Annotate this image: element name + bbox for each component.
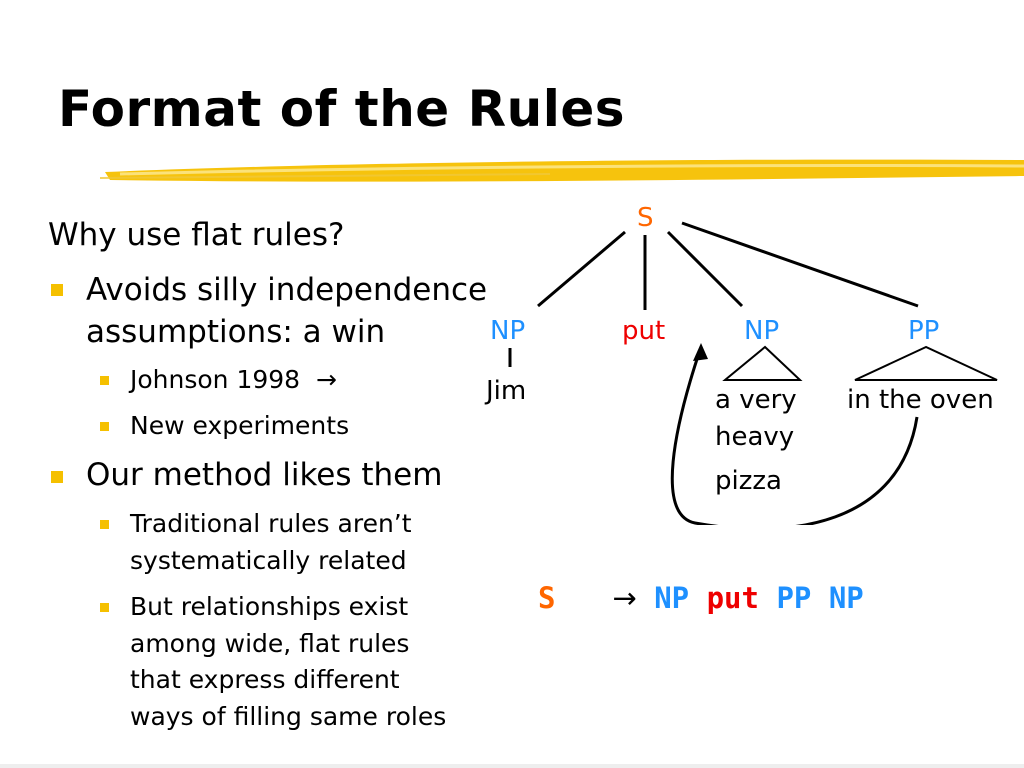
tree-words-np2-line3: pizza (715, 466, 782, 496)
rule-rhs-put: put (706, 581, 759, 615)
slide-title: Format of the Rules (58, 80, 626, 138)
movement-curve (670, 349, 919, 525)
edge-s-np1 (537, 230, 626, 308)
tree-edges (508, 221, 998, 525)
sub-bullet-square (100, 603, 109, 612)
slide-bottom-border (0, 764, 1024, 768)
rewrite-rule: S → NP put PP NP (538, 584, 864, 613)
bullet-avoids-line2: assumptions: a win (86, 314, 386, 350)
rule-rhs-np1: NP (654, 581, 690, 615)
tree-node-pp: PP (908, 316, 940, 346)
sub-bullet-relationships-line4: ways of filling same roles (130, 702, 447, 731)
title-underline-brushstroke (100, 159, 1024, 182)
bullet-avoids-line1: Avoids silly independence (86, 272, 488, 308)
rule-lhs: S (538, 581, 556, 615)
rule-rhs-np2: NP (828, 581, 864, 615)
bullet-square (51, 284, 63, 296)
tree-word-jim: Jim (486, 376, 527, 406)
sub-bullet-relationships-line1: But relationships exist (130, 592, 409, 621)
question-text: Why use flat rules? (48, 217, 345, 253)
sub-bullet-traditional-line2: systematically related (130, 546, 407, 575)
sub-bullet-square (100, 520, 109, 529)
bullet-square (51, 471, 63, 483)
sub-bullet-square (100, 422, 109, 431)
tree-words-np2-line2: heavy (715, 422, 795, 452)
tree-node-put: put (622, 316, 666, 346)
bullet-our-method: Our method likes them (86, 457, 443, 493)
sub-bullet-traditional-line1: Traditional rules aren’t (130, 509, 412, 538)
tree-node-np1: NP (490, 316, 526, 346)
rule-rhs-pp: PP (776, 581, 812, 615)
pp-triangle (854, 345, 998, 381)
sub-bullet-relationships-line2: among wide, flat rules (130, 629, 410, 658)
johnson-text: Johnson 1998 (130, 365, 301, 394)
edge-s-np2 (666, 230, 744, 308)
np2-triangle (722, 345, 803, 381)
right-arrow-icon: → (316, 365, 337, 394)
arrowhead-icon (693, 343, 708, 361)
sub-bullet-relationships-line3: that express different (130, 665, 400, 694)
tree-words-np2-line1: a very (715, 385, 797, 415)
tree-node-s: S (637, 203, 654, 233)
parse-tree-diagram: S NP Jim put NP a very heavy pizza PP in… (470, 195, 1024, 525)
sub-bullet-square (100, 376, 109, 385)
sub-bullet-johnson: Johnson 1998 → (130, 367, 337, 392)
sub-bullet-new-experiments: New experiments (130, 411, 350, 440)
tree-words-pp: in the oven (847, 385, 994, 415)
edge-s-pp (681, 221, 919, 308)
rule-arrow-icon: → (612, 581, 637, 615)
tree-node-np2: NP (744, 316, 780, 346)
